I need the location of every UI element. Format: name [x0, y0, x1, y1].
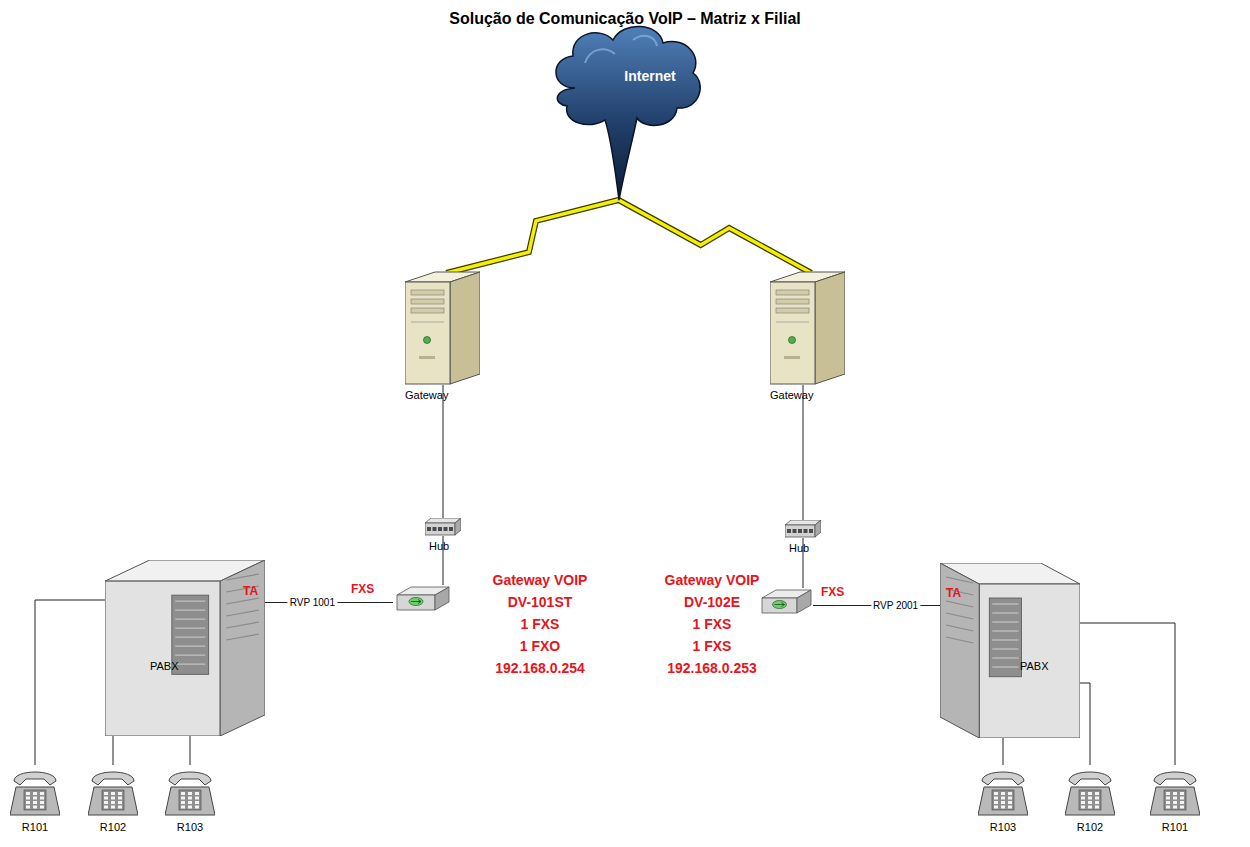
node-label: PABX	[1020, 660, 1049, 673]
node-label: FXS	[821, 586, 844, 600]
node-label: R103	[990, 821, 1016, 834]
telephone-set	[978, 765, 1028, 817]
pabx: PABX TA	[940, 563, 1080, 738]
telephone-set	[88, 765, 138, 817]
connector	[190, 736, 191, 765]
wire-stroke	[619, 200, 812, 273]
line-label: RVP 2001	[871, 600, 920, 612]
gateway-server: Gateway	[405, 270, 480, 385]
voip-gateway-device	[758, 588, 813, 623]
connector	[1003, 738, 1004, 765]
device-spec-label: 1 FXS	[693, 616, 732, 632]
device-spec-label: 192.168.0.254	[495, 660, 585, 676]
telephone: R103	[978, 765, 1028, 817]
node-label: Hub	[429, 540, 449, 553]
telephone-set	[1065, 765, 1115, 817]
wire-stroke	[190, 736, 191, 765]
connector	[113, 736, 114, 765]
device-spec-label: 1 FXS	[521, 616, 560, 632]
wire-stroke	[1003, 738, 1004, 765]
wire-stroke	[803, 385, 804, 520]
internet-cloud: Internet	[545, 18, 705, 203]
wire-stroke	[1080, 623, 1175, 765]
device-spec-label: 1 FXS	[693, 638, 732, 654]
telephone: R102	[1065, 765, 1115, 817]
wire-stroke	[446, 200, 618, 273]
node-label: TA	[243, 585, 258, 599]
device-spec-label: DV-102E	[684, 594, 740, 610]
wire-stroke	[35, 600, 105, 765]
node-label: Gateway	[770, 389, 813, 402]
wire-stroke	[113, 736, 114, 765]
gateway-server: Gateway	[770, 270, 845, 385]
voip-gateway: FXS	[758, 588, 813, 623]
voip-gateway-device	[393, 585, 451, 620]
network-hub: Hub	[425, 518, 461, 536]
network-hub: Hub	[785, 520, 821, 538]
telephone-set	[10, 765, 60, 817]
internet-cloud	[545, 18, 705, 203]
connector	[1080, 683, 1090, 765]
node-label: TA	[946, 587, 961, 601]
line-label: RVP 1001	[288, 597, 337, 609]
node-label: PABX	[150, 660, 179, 673]
node-label: Internet	[624, 68, 675, 84]
node-label: R101	[1162, 821, 1188, 834]
connector	[443, 385, 444, 518]
wireless-link	[446, 200, 618, 273]
wireless-link	[619, 200, 812, 273]
wire-stroke	[619, 200, 812, 273]
pabx-cabinet	[105, 560, 265, 736]
node-label: FXS	[351, 583, 374, 597]
diagram-title: Solução de Comunicação VoIP – Matriz x F…	[0, 10, 1250, 28]
telephone-set	[165, 765, 215, 817]
pabx: PABX TA	[105, 560, 265, 736]
connector	[1080, 623, 1175, 765]
wire-stroke	[1080, 683, 1090, 765]
network-hub	[785, 520, 821, 538]
node-label: Hub	[789, 542, 809, 555]
node-label: R103	[177, 821, 203, 834]
connector	[803, 385, 804, 520]
telephone-set	[1150, 765, 1200, 817]
telephone: R103	[165, 765, 215, 817]
telephone: R101	[10, 765, 60, 817]
device-spec-label: 1 FXO	[520, 638, 560, 654]
telephone: R102	[88, 765, 138, 817]
device-spec-label: 192.168.0.253	[667, 660, 757, 676]
node-label: R102	[100, 821, 126, 834]
voip-gateway: FXS	[393, 585, 451, 620]
device-spec-label: DV-101ST	[508, 594, 573, 610]
node-label: R102	[1077, 821, 1103, 834]
wire-stroke	[443, 385, 444, 518]
network-hub	[425, 518, 461, 536]
wire-stroke	[446, 200, 618, 273]
gateway-server	[405, 270, 480, 385]
gateway-server	[770, 270, 845, 385]
node-label: R101	[22, 821, 48, 834]
device-spec-label: Gateway VOIP	[493, 572, 588, 588]
device-spec-label: Gateway VOIP	[665, 572, 760, 588]
connector	[35, 600, 105, 765]
telephone: R101	[1150, 765, 1200, 817]
node-label: Gateway	[405, 389, 448, 402]
